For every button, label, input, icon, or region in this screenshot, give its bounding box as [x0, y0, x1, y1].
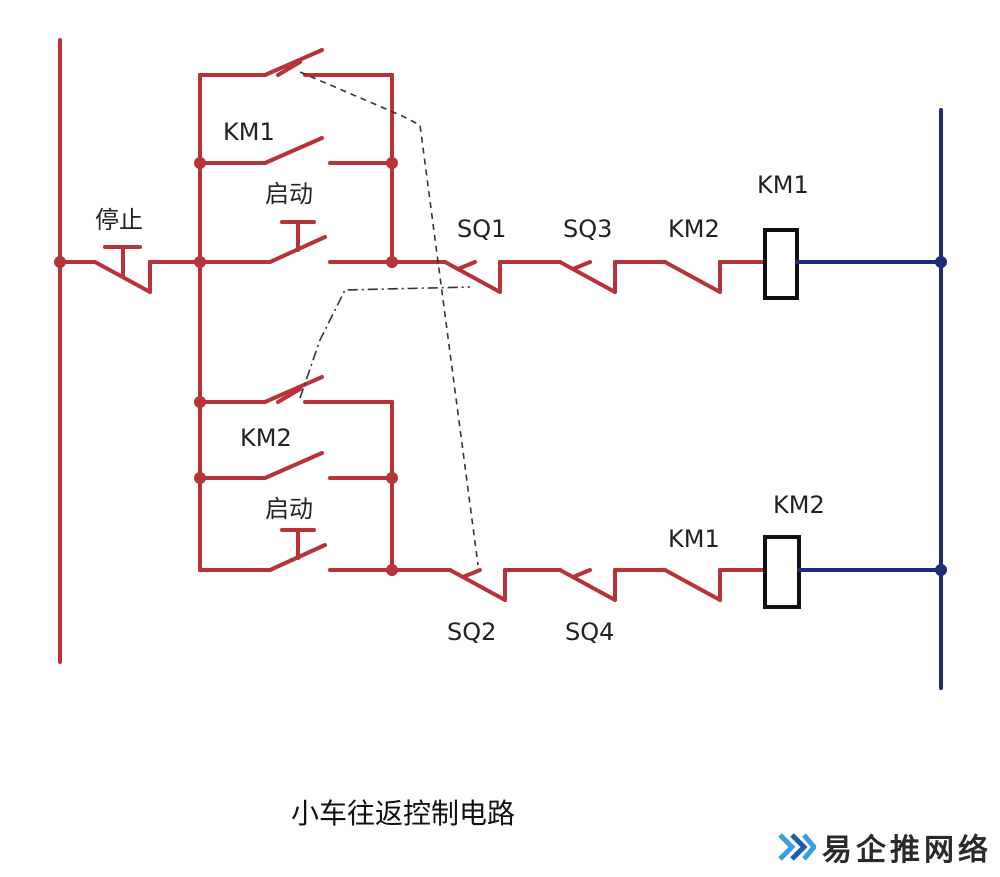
km2-coil: [763, 535, 801, 609]
km2-seal-contact: [263, 451, 324, 480]
sq2-nc-contact: [448, 568, 507, 602]
sq2-label: SQ2: [447, 618, 496, 646]
lower-rung: [194, 375, 947, 609]
sq4-label: SQ4: [565, 618, 614, 646]
km1-interlock-contact: [663, 568, 722, 602]
sq1-label: SQ1: [457, 215, 506, 243]
km1-interlock-label: KM1: [668, 525, 720, 553]
upper-rung: [54, 48, 947, 572]
sq3-label: SQ3: [563, 215, 612, 243]
mechanical-link-sq1: [299, 286, 471, 399]
sq1-no-contact: [263, 375, 324, 404]
km1-seal-contact: [263, 136, 324, 165]
sq2-no-contact: [263, 48, 324, 77]
sq1-nc-contact: [443, 260, 502, 294]
km2-interlock-label: KM2: [668, 215, 720, 243]
start-label-2: 启动: [265, 495, 313, 523]
stop-label: 停止: [95, 206, 143, 234]
mechanical-link-sq2: [299, 71, 479, 566]
km2-interlock-contact: [663, 260, 722, 294]
start-button-1-contact: [268, 220, 327, 264]
stop-button-contact: [93, 245, 152, 294]
diagram-caption: 小车往返控制电路: [291, 797, 515, 830]
start-label-1: 启动: [265, 180, 313, 208]
sq3-nc-contact: [558, 260, 617, 294]
start-button-2-contact: [268, 528, 327, 572]
sq4-nc-contact: [558, 568, 617, 602]
logo-icon: [778, 833, 816, 861]
km1-seal-label: KM1: [223, 118, 275, 146]
km1-coil: [763, 228, 799, 300]
watermark: 易企推网络: [778, 825, 992, 869]
km2-coil-label: KM2: [773, 491, 825, 519]
km1-coil-label: KM1: [757, 171, 809, 199]
km2-seal-label: KM2: [240, 424, 292, 452]
watermark-text: 易企推网络: [822, 833, 992, 868]
